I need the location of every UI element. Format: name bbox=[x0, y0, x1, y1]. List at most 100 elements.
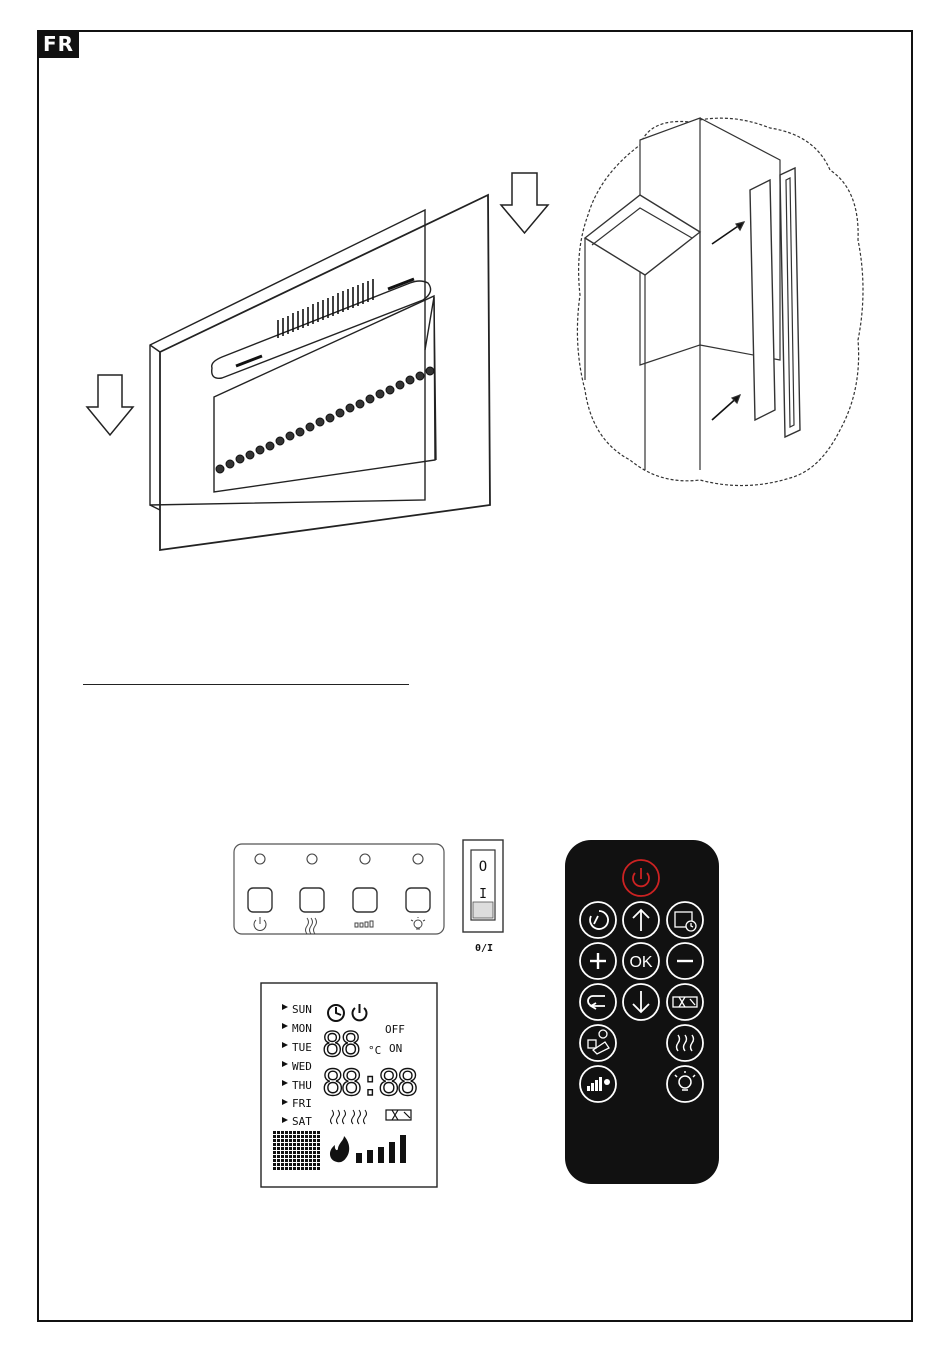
lcd-clock-digits: 88:88 bbox=[322, 1063, 417, 1104]
dot-matrix-cell bbox=[313, 1147, 316, 1150]
rocker-switch[interactable]: O I bbox=[463, 840, 503, 932]
dot-matrix-cell bbox=[305, 1135, 308, 1138]
wall-bracket-detail bbox=[577, 118, 863, 486]
dot-matrix-cell bbox=[273, 1155, 276, 1158]
dot-matrix-cell bbox=[277, 1163, 280, 1166]
dot-matrix-cell bbox=[281, 1131, 284, 1134]
dot-matrix-cell bbox=[305, 1139, 308, 1142]
dot-matrix-cell bbox=[277, 1147, 280, 1150]
dot-matrix-cell bbox=[309, 1167, 312, 1170]
dot-matrix-cell bbox=[301, 1147, 304, 1150]
dot-matrix-cell bbox=[313, 1143, 316, 1146]
dot-matrix-cell bbox=[293, 1147, 296, 1150]
dot-matrix-cell bbox=[273, 1151, 276, 1154]
dot-matrix-cell bbox=[297, 1151, 300, 1154]
dot-matrix-cell bbox=[285, 1131, 288, 1134]
dot-matrix-cell bbox=[317, 1151, 320, 1154]
dot-matrix-cell bbox=[297, 1131, 300, 1134]
dot-matrix-cell bbox=[305, 1155, 308, 1158]
dot-matrix-cell bbox=[309, 1139, 312, 1142]
dot-matrix-cell bbox=[317, 1143, 320, 1146]
dot-matrix-cell bbox=[317, 1147, 320, 1150]
dot-matrix-cell bbox=[289, 1143, 292, 1146]
dot-matrix-cell bbox=[313, 1159, 316, 1162]
dot-matrix-cell bbox=[281, 1163, 284, 1166]
dot-matrix-cell bbox=[297, 1143, 300, 1146]
dot-matrix-cell bbox=[301, 1143, 304, 1146]
down-arrow-icon bbox=[87, 375, 133, 435]
dot-matrix-cell bbox=[277, 1155, 280, 1158]
dot-matrix-cell bbox=[277, 1167, 280, 1170]
dot-matrix-cell bbox=[285, 1143, 288, 1146]
dot-matrix-cell bbox=[313, 1167, 316, 1170]
dot-matrix-cell bbox=[309, 1155, 312, 1158]
dot-matrix-cell bbox=[301, 1167, 304, 1170]
dot-matrix-cell bbox=[301, 1135, 304, 1138]
dot-matrix-cell bbox=[273, 1163, 276, 1166]
dot-matrix-cell bbox=[293, 1151, 296, 1154]
dot-matrix-cell bbox=[273, 1139, 276, 1142]
dot-matrix-cell bbox=[309, 1131, 312, 1134]
dot-matrix-cell bbox=[317, 1167, 320, 1170]
panel-power-button[interactable] bbox=[248, 888, 272, 912]
dot-matrix-cell bbox=[305, 1151, 308, 1154]
lcd-on-label: ON bbox=[389, 1042, 402, 1055]
dot-matrix-cell bbox=[289, 1163, 292, 1166]
dot-matrix-cell bbox=[285, 1155, 288, 1158]
dot-matrix-cell bbox=[277, 1135, 280, 1138]
dot-matrix-cell bbox=[309, 1163, 312, 1166]
dot-matrix-cell bbox=[305, 1147, 308, 1150]
dot-matrix-cell bbox=[313, 1163, 316, 1166]
dot-matrix-cell bbox=[301, 1139, 304, 1142]
lcd-day-sat: SAT bbox=[292, 1115, 312, 1128]
dot-matrix-cell bbox=[305, 1163, 308, 1166]
panel-flame-button[interactable] bbox=[353, 888, 377, 912]
dot-matrix-cell bbox=[301, 1155, 304, 1158]
dot-matrix-cell bbox=[301, 1131, 304, 1134]
dot-matrix-cell bbox=[293, 1131, 296, 1134]
dot-matrix-cell bbox=[309, 1147, 312, 1150]
dot-matrix-cell bbox=[273, 1147, 276, 1150]
dot-matrix-cell bbox=[317, 1131, 320, 1134]
remote-control: OK bbox=[563, 838, 723, 1188]
dot-matrix-cell bbox=[285, 1151, 288, 1154]
dot-matrix-cell bbox=[289, 1131, 292, 1134]
dot-matrix-cell bbox=[301, 1163, 304, 1166]
dot-matrix-cell bbox=[309, 1135, 312, 1138]
down-arrow-icon bbox=[501, 173, 548, 233]
dot-matrix-cell bbox=[313, 1131, 316, 1134]
dot-matrix-cell bbox=[293, 1159, 296, 1162]
dot-matrix-cell bbox=[289, 1151, 292, 1154]
dot-matrix-cell bbox=[313, 1155, 316, 1158]
dot-matrix-cell bbox=[273, 1159, 276, 1162]
dot-matrix-cell bbox=[293, 1135, 296, 1138]
panel-light-button[interactable] bbox=[406, 888, 430, 912]
dot-matrix-cell bbox=[305, 1159, 308, 1162]
dot-matrix-cell bbox=[317, 1135, 320, 1138]
lcd-day-tue: TUE bbox=[292, 1041, 312, 1054]
dot-matrix-cell bbox=[293, 1167, 296, 1170]
dot-matrix-cell bbox=[301, 1151, 304, 1154]
dot-matrix-cell bbox=[281, 1159, 284, 1162]
lcd-temp-unit: °C bbox=[368, 1044, 381, 1057]
dot-matrix-cell bbox=[313, 1135, 316, 1138]
dot-matrix-cell bbox=[293, 1155, 296, 1158]
lcd-day-fri: FRI bbox=[292, 1097, 312, 1110]
dot-matrix-cell bbox=[285, 1167, 288, 1170]
ember-bed bbox=[216, 367, 434, 473]
dot-matrix-cell bbox=[285, 1159, 288, 1162]
dot-matrix-cell bbox=[281, 1135, 284, 1138]
dot-matrix-cell bbox=[305, 1143, 308, 1146]
switch-label: 0/I bbox=[475, 943, 493, 954]
dot-matrix-cell bbox=[309, 1151, 312, 1154]
panel-heat-button[interactable] bbox=[300, 888, 324, 912]
remote-ok-label: OK bbox=[629, 954, 652, 971]
dot-matrix-cell bbox=[313, 1151, 316, 1154]
dot-matrix-cell bbox=[293, 1139, 296, 1142]
dot-matrix-cell bbox=[289, 1167, 292, 1170]
dot-matrix-cell bbox=[281, 1155, 284, 1158]
dot-matrix-cell bbox=[281, 1147, 284, 1150]
dot-matrix-cell bbox=[281, 1143, 284, 1146]
dot-matrix-cell bbox=[293, 1143, 296, 1146]
dot-matrix-cell bbox=[289, 1159, 292, 1162]
